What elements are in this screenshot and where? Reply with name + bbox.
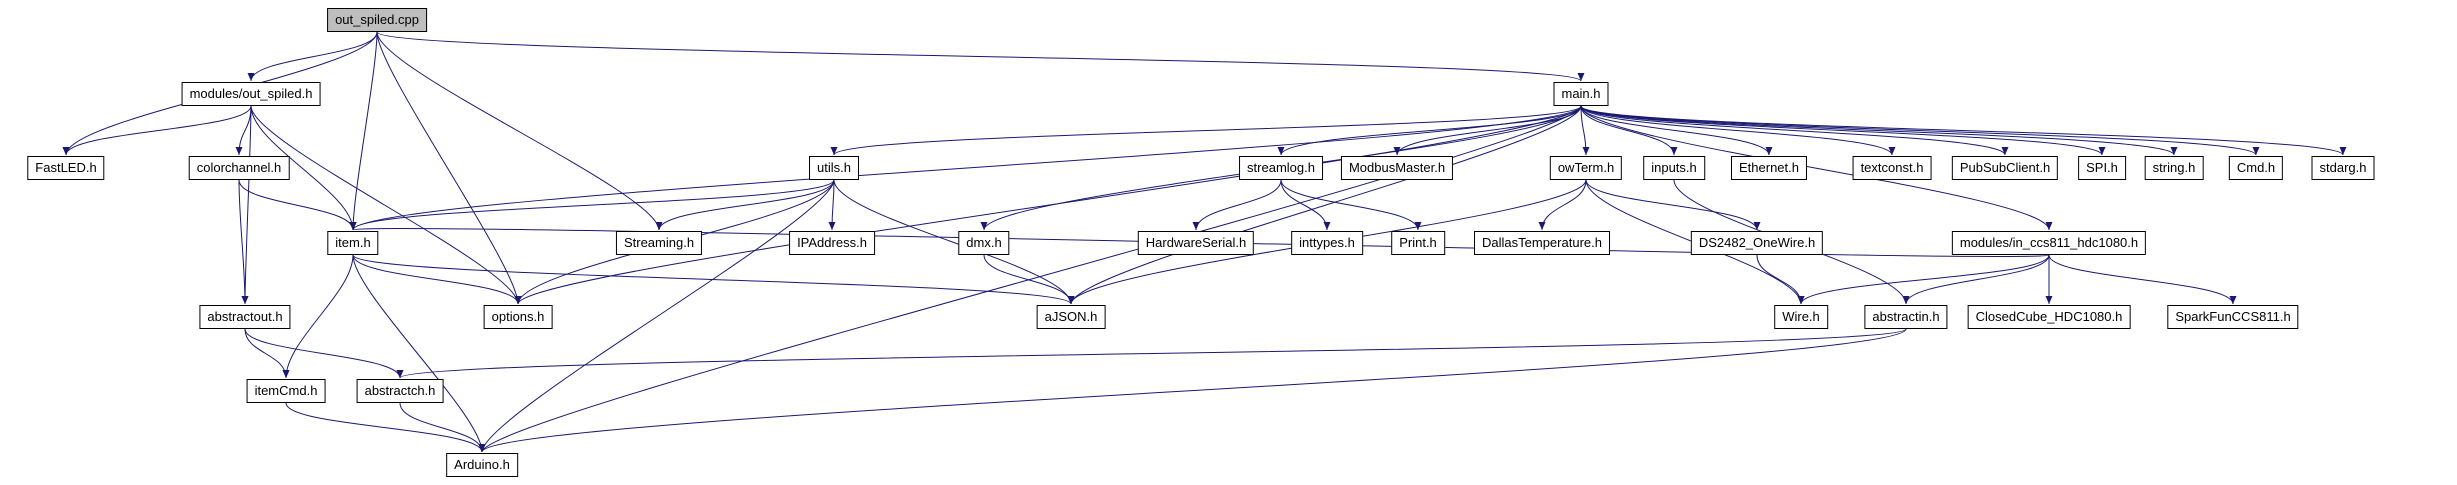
- graph-node-out-spiled-cpp[interactable]: out_spiled.cpp: [327, 8, 427, 32]
- edge-item-h-to-options-h: [352, 254, 522, 305]
- edge-owterm-h-to-ds2482-onewire-h: [1585, 179, 1761, 231]
- edge-utils-h-to-item-h: [349, 179, 835, 231]
- graph-node-arduino-h[interactable]: Arduino.h: [446, 453, 518, 477]
- graph-node-abstractin-h[interactable]: abstractin.h: [1864, 305, 1948, 329]
- edge-modules-in-ccs811-hdc1080-h-to-abstractin-h: [1902, 254, 2050, 305]
- graph-node-wire-h[interactable]: Wire.h: [1774, 305, 1828, 329]
- edge-main-h-to-inputs-h: [1580, 105, 1678, 156]
- edge-main-h-to-modbusmaster-h: [1393, 105, 1582, 156]
- graph-node-fastled-h[interactable]: FastLED.h: [27, 156, 105, 180]
- edge-streamlog-h-to-print-h: [1280, 179, 1422, 231]
- edge-main-h-to-utils-h: [830, 105, 1582, 156]
- graph-node-abstractout-h[interactable]: abstractout.h: [199, 305, 291, 329]
- graph-node-hardwareserial-h[interactable]: HardwareSerial.h: [1137, 231, 1255, 255]
- edge-modules-out-spiled-h-to-abstractout-h: [241, 105, 252, 305]
- graph-node-sparkfunccs811-h[interactable]: SparkFunCCS811.h: [2167, 305, 2299, 329]
- graph-node-dmx-h[interactable]: dmx.h: [958, 231, 1010, 255]
- edge-itemcmd-h-to-arduino-h: [285, 402, 486, 453]
- graph-node-ethernet-h[interactable]: Ethernet.h: [1731, 156, 1807, 180]
- edge-out-spiled-cpp-to-item-h: [349, 31, 378, 231]
- graph-node-cmd-h[interactable]: Cmd.h: [2228, 156, 2284, 180]
- edge-modules-in-ccs811-hdc1080-h-to-sparkfunccs811-h: [2048, 254, 2237, 305]
- edge-abstractout-h-to-itemcmd-h: [244, 328, 290, 379]
- edge-colorchannel-h-to-item-h: [238, 179, 357, 231]
- edge-abstractch-h-to-arduino-h: [399, 402, 486, 453]
- graph-node-itemcmd-h[interactable]: itemCmd.h: [246, 379, 326, 403]
- graph-node-abstractch-h[interactable]: abstractch.h: [356, 379, 444, 403]
- graph-node-ds2482-onewire-h[interactable]: DS2482_OneWire.h: [1690, 231, 1824, 255]
- graph-node-item-h[interactable]: item.h: [327, 231, 379, 255]
- graph-node-stdarg-h[interactable]: stdarg.h: [2311, 156, 2375, 180]
- graph-node-dallastemperature-h[interactable]: DallasTemperature.h: [1474, 231, 1610, 255]
- graph-node-print-h[interactable]: Print.h: [1391, 231, 1445, 255]
- graph-node-inputs-h[interactable]: inputs.h: [1643, 156, 1705, 180]
- edge-main-h-to-owterm-h: [1580, 105, 1590, 156]
- edge-main-h-to-options-h: [514, 105, 1582, 305]
- edge-owterm-h-to-dallastemperature-h: [1538, 179, 1587, 231]
- graph-node-spi-h[interactable]: SPI.h: [2078, 156, 2126, 180]
- edge-colorchannel-h-to-abstractout-h: [238, 179, 249, 305]
- graph-node-ajson-h[interactable]: aJSON.h: [1036, 305, 1106, 329]
- graph-node-owterm-h[interactable]: owTerm.h: [1549, 156, 1623, 180]
- graph-node-modules-out-spiled-h[interactable]: modules/out_spiled.h: [181, 82, 321, 106]
- edge-streamlog-h-to-hardwareserial-h: [1192, 179, 1282, 231]
- graph-node-inttypes-h[interactable]: inttypes.h: [1291, 231, 1363, 255]
- edge-utils-h-to-streaming-h: [655, 179, 835, 231]
- graph-node-string-h[interactable]: string.h: [2144, 156, 2204, 180]
- edge-modules-in-ccs811-hdc1080-h-to-wire-h: [1797, 254, 2050, 305]
- edge-item-h-to-ajson-h: [352, 254, 1075, 305]
- edge-main-h-to-cmd-h: [1580, 105, 2260, 156]
- edge-abstractin-h-to-arduino-h: [478, 328, 1907, 453]
- edge-main-h-to-pubsubclient-h: [1580, 105, 2009, 156]
- edge-abstractin-h-to-abstractch-h: [396, 328, 1907, 379]
- edge-main-h-to-stdarg-h: [1580, 105, 2347, 156]
- edge-out-spiled-cpp-to-main-h: [376, 31, 1585, 82]
- graph-node-modbusmaster-h[interactable]: ModbusMaster.h: [1340, 156, 1454, 180]
- edge-modules-out-spiled-h-to-colorchannel-h: [235, 105, 252, 156]
- edge-main-h-to-spi-h: [1580, 105, 2106, 156]
- graph-node-main-h[interactable]: main.h: [1553, 82, 1609, 106]
- graph-node-ipaddress-h[interactable]: IPAddress.h: [789, 231, 875, 255]
- graph-node-streaming-h[interactable]: Streaming.h: [615, 231, 703, 255]
- edge-main-h-to-streamlog-h: [1277, 105, 1582, 156]
- edge-abstractout-h-to-abstractch-h: [244, 328, 404, 379]
- graph-node-closedcube-hdc1080-h[interactable]: ClosedCube_HDC1080.h: [1967, 305, 2131, 329]
- edge-out-spiled-cpp-to-modules-out-spiled-h: [247, 31, 378, 82]
- edge-item-h-to-arduino-h: [352, 254, 486, 453]
- graph-node-streamlog-h[interactable]: streamlog.h: [1239, 156, 1323, 180]
- edge-out-spiled-cpp-to-streaming-h: [376, 31, 663, 231]
- edge-main-h-to-textconst-h: [1580, 105, 1896, 156]
- edge-modules-out-spiled-h-to-fastled-h: [62, 105, 252, 156]
- edge-streamlog-h-to-inttypes-h: [1280, 179, 1331, 231]
- edge-main-h-to-string-h: [1580, 105, 2178, 156]
- graph-node-utils-h[interactable]: utils.h: [809, 156, 859, 180]
- graph-node-textconst-h[interactable]: textconst.h: [1852, 156, 1932, 180]
- graph-node-pubsubclient-h[interactable]: PubSubClient.h: [1951, 156, 2059, 180]
- edge-out-spiled-cpp-to-options-h: [376, 31, 522, 305]
- graph-node-modules-in-ccs811-hdc1080-h[interactable]: modules/in_ccs811_hdc1080.h: [1951, 231, 2147, 255]
- edge-dmx-h-to-ajson-h: [983, 254, 1075, 305]
- edge-main-h-to-ajson-h: [1067, 105, 1582, 305]
- edge-modules-out-spiled-h-to-options-h: [250, 105, 522, 305]
- edge-utils-h-to-ipaddress-h: [828, 179, 836, 231]
- edge-main-h-to-ethernet-h: [1580, 105, 1773, 156]
- graph-node-colorchannel-h[interactable]: colorchannel.h: [188, 156, 290, 180]
- graph-node-options-h[interactable]: options.h: [483, 305, 553, 329]
- edge-ds2482-onewire-h-to-wire-h: [1756, 254, 1805, 305]
- edge-item-h-to-itemcmd-h: [282, 254, 354, 379]
